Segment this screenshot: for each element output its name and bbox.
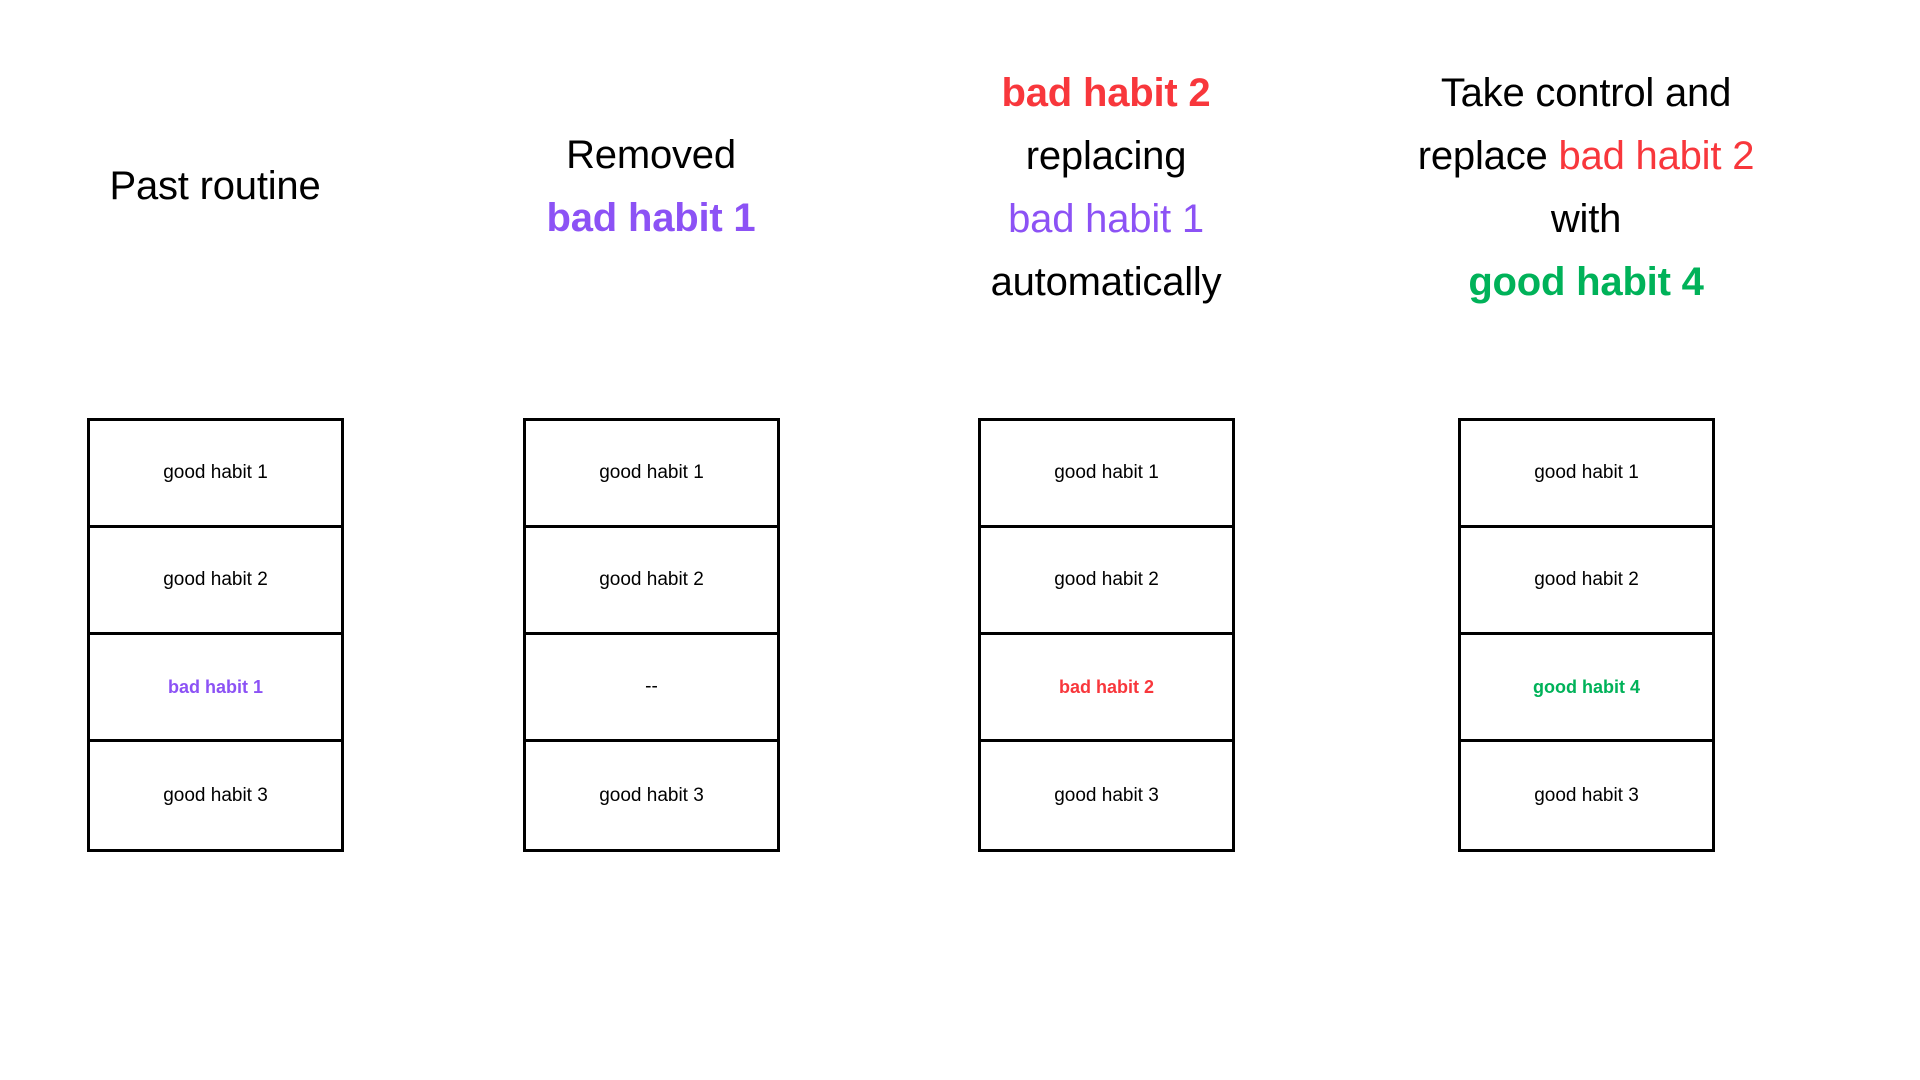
header-line: Past routine <box>0 155 430 218</box>
habit-row: good habit 1 <box>981 421 1232 528</box>
header-line: with <box>1371 188 1801 251</box>
habit-row: good habit 2 <box>981 528 1232 635</box>
header-line: Take control and <box>1371 62 1801 125</box>
header-text-segment: Removed <box>566 133 736 177</box>
header-text-segment: replace <box>1417 134 1559 178</box>
habit-row: good habit 2 <box>526 528 777 635</box>
column-header-bad-habit-2-replacing: bad habit 2 replacing bad habit 1 automatic… <box>891 62 1321 314</box>
habit-row: good habit 1 <box>1461 421 1712 528</box>
header-line: replace bad habit 2 <box>1371 125 1801 188</box>
header-text-segment: bad habit 2 <box>1001 71 1211 115</box>
header-text-segment: automatically <box>990 260 1222 304</box>
habit-row: good habit 3 <box>163 784 268 806</box>
header-text-segment: with <box>1550 197 1622 241</box>
habit-row: -- <box>526 635 777 742</box>
header-line: good habit 4 <box>1371 251 1801 314</box>
header-line: replacing <box>891 125 1321 188</box>
habit-row: good habit 3 <box>599 784 704 806</box>
header-text-segment: Past routine <box>109 164 321 208</box>
header-line: automatically <box>891 251 1321 314</box>
header-line: bad habit 1 <box>891 188 1321 251</box>
habit-row: good habit 4 <box>1461 635 1712 742</box>
habit-row: good habit 2 <box>1461 528 1712 635</box>
header-text-segment: Take control and <box>1440 71 1732 115</box>
habit-row: good habit 1 <box>90 421 341 528</box>
column-header-take-control: Take control and replace bad habit 2 with g… <box>1371 62 1801 314</box>
column-header-removed-bad-habit-1: Removed bad habit 1 <box>436 124 866 250</box>
header-text-segment: bad habit 1 <box>1008 197 1204 241</box>
header-text-segment: bad habit 1 <box>546 196 756 240</box>
header-text-segment: bad habit 2 <box>1558 134 1755 178</box>
habit-row: good habit 2 <box>90 528 341 635</box>
habit-row: good habit 3 <box>1054 784 1159 806</box>
header-text-segment: good habit 4 <box>1468 260 1704 304</box>
habit-row: good habit 1 <box>526 421 777 528</box>
header-line: bad habit 1 <box>436 187 866 250</box>
header-line: bad habit 2 <box>891 62 1321 125</box>
column-header-past-routine: Past routine <box>0 155 430 218</box>
header-text-segment: replacing <box>1025 134 1187 178</box>
header-line: Removed <box>436 124 866 187</box>
habit-row: bad habit 2 <box>981 635 1232 742</box>
habit-row: good habit 3 <box>1534 784 1639 806</box>
habit-row: bad habit 1 <box>90 635 341 742</box>
